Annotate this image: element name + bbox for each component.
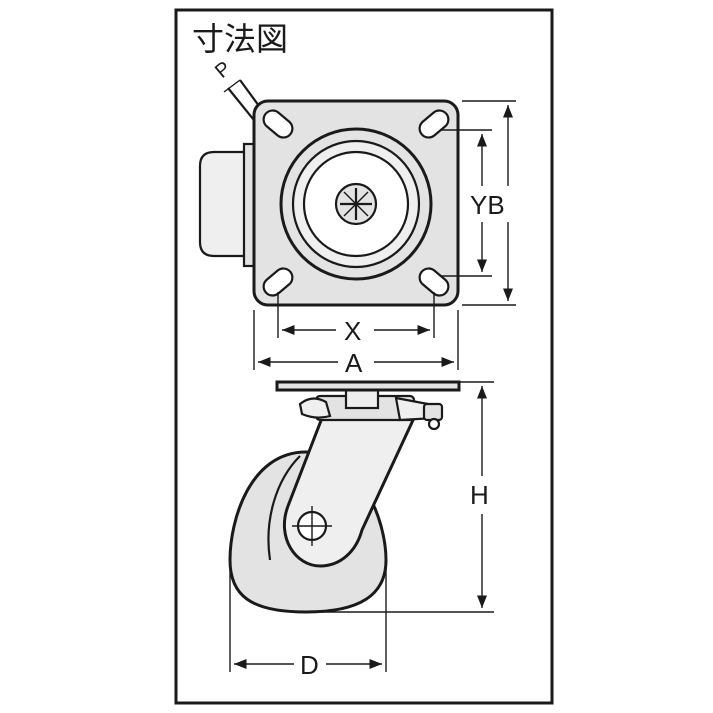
swivel-bearing: [344, 388, 380, 410]
diagram-title: 寸法図: [192, 20, 288, 58]
label-x: X: [344, 316, 361, 346]
dim-a: [253, 310, 459, 370]
label-yb: YB: [470, 190, 505, 220]
brake-housing: [198, 150, 252, 258]
side-view: [228, 380, 461, 614]
dim-yb: [440, 100, 516, 306]
fork: [282, 416, 417, 568]
mount-slots: [262, 109, 450, 297]
kingpin-cross: [340, 188, 372, 220]
top-view: P: [198, 57, 460, 307]
label-d: D: [300, 650, 319, 680]
outer-frame: [174, 8, 554, 705]
dim-d: [229, 566, 387, 672]
label-a: A: [345, 348, 363, 378]
dim-h: [306, 381, 494, 613]
label-p: P: [211, 57, 235, 82]
dim-x: [277, 292, 435, 338]
top-plate-side: [275, 380, 461, 392]
brake-mechanism: [298, 396, 444, 431]
label-h: H: [470, 480, 489, 510]
wheel-hub-curve: [267, 455, 301, 561]
